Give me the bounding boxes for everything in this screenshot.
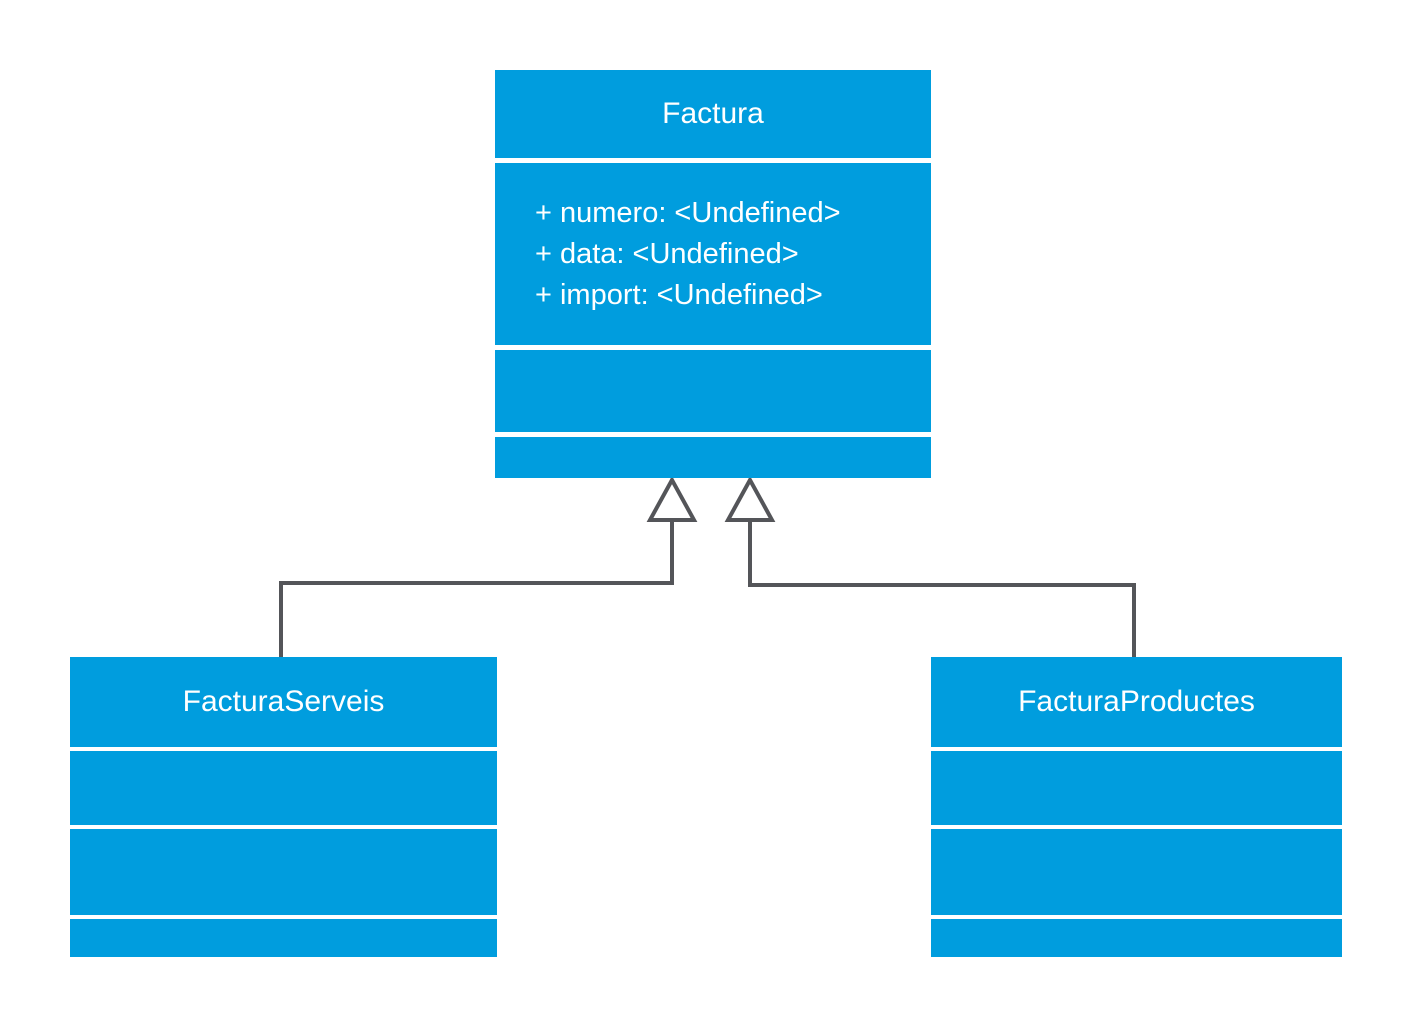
facturaserveis-extra-compartment bbox=[70, 919, 497, 957]
generalization-arrowhead-facturaproductes bbox=[724, 475, 776, 522]
generalization-arrowhead-facturaserveis bbox=[646, 475, 698, 522]
factura-name-compartment: Factura bbox=[495, 70, 931, 158]
factura-attribute-line: + data: <Undefined> bbox=[535, 237, 799, 270]
facturaserveis-methods-compartment bbox=[70, 829, 497, 915]
class-box-factura: Factura + numero: <Undefined> + data: <U… bbox=[495, 70, 931, 478]
facturaproductes-class-name: FacturaProductes bbox=[1018, 685, 1255, 718]
factura-attributes-compartment: + numero: <Undefined> + data: <Undefined… bbox=[495, 163, 931, 345]
facturaproductes-attributes-compartment bbox=[931, 751, 1342, 825]
facturaproductes-methods-compartment bbox=[931, 829, 1342, 915]
facturaserveis-name-compartment: FacturaServeis bbox=[70, 657, 497, 747]
factura-attribute-line: + import: <Undefined> bbox=[535, 278, 823, 311]
facturaserveis-attributes-compartment bbox=[70, 751, 497, 825]
facturaserveis-class-name: FacturaServeis bbox=[182, 685, 385, 718]
facturaproductes-name-compartment: FacturaProductes bbox=[931, 657, 1342, 747]
class-box-facturaserveis: FacturaServeis bbox=[70, 657, 497, 957]
factura-attribute-line: + numero: <Undefined> bbox=[535, 196, 841, 229]
factura-extra-compartment bbox=[495, 437, 931, 478]
factura-methods-compartment bbox=[495, 350, 931, 432]
class-box-facturaproductes: FacturaProductes bbox=[931, 657, 1342, 957]
factura-class-name: Factura bbox=[662, 97, 764, 130]
facturaproductes-extra-compartment bbox=[931, 919, 1342, 957]
generalization-edge-facturaproductes bbox=[748, 520, 1136, 657]
generalization-edge-facturaserveis bbox=[279, 520, 674, 657]
